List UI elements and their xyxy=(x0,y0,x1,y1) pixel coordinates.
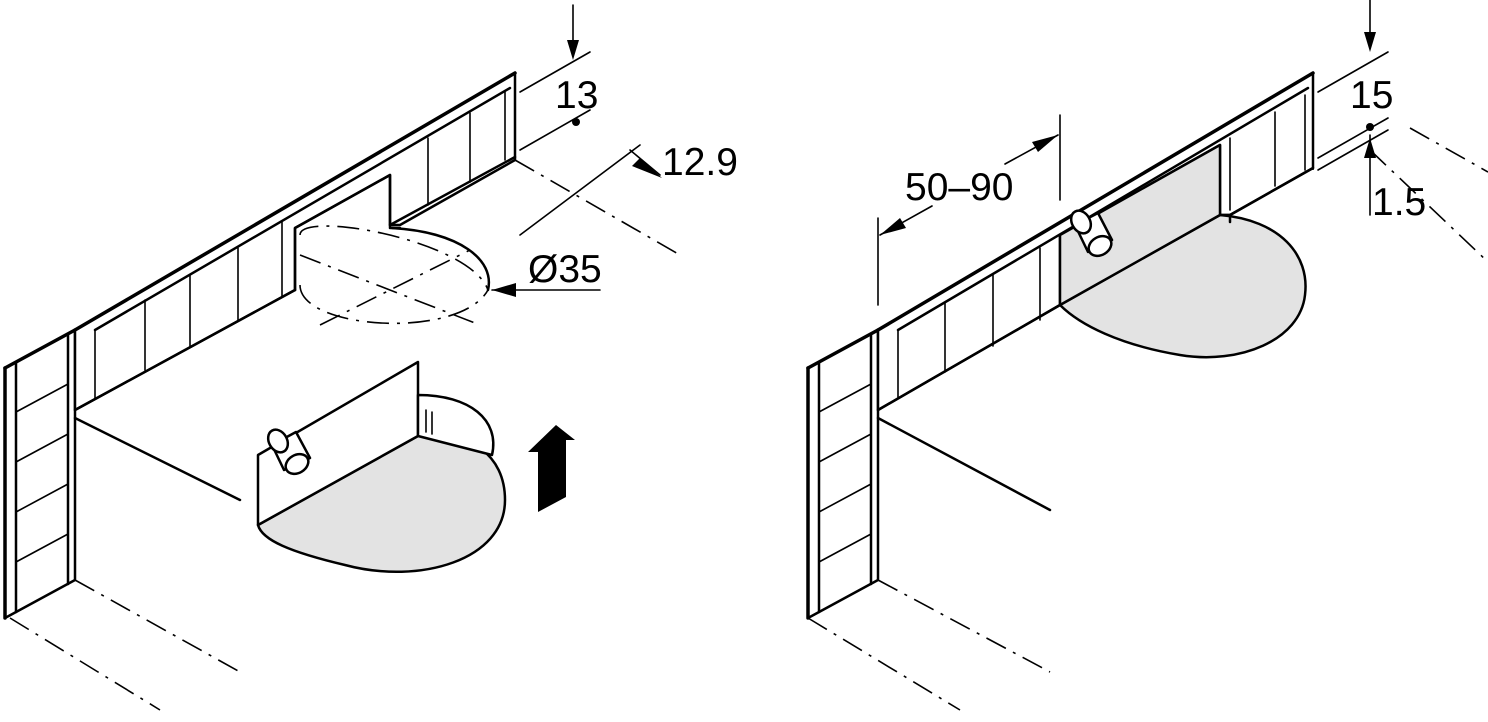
right-spacing-label: 50–90 xyxy=(905,166,1013,209)
right-depth-dimension: 15 xyxy=(1317,0,1393,159)
left-diameter-dimension: Ø35 xyxy=(491,248,602,297)
left-pin xyxy=(266,428,312,476)
left-depth-dimension: 13 xyxy=(519,4,598,151)
left-fitting xyxy=(256,360,507,573)
insert-arrow-icon xyxy=(528,425,575,512)
left-back-panel xyxy=(73,71,517,502)
right-view: 15 1.5 50–90 xyxy=(806,0,1488,711)
right-spacing-dimension: 50–90 xyxy=(877,114,1061,306)
right-gap-dimension: 1.5 xyxy=(1317,129,1426,224)
right-fitting xyxy=(1058,143,1307,359)
left-diameter-label: Ø35 xyxy=(528,248,602,291)
left-side-panel xyxy=(3,328,77,620)
right-gap-label: 1.5 xyxy=(1372,181,1426,224)
left-offset-label: 12.9 xyxy=(662,141,738,184)
right-depth-label: 15 xyxy=(1350,74,1393,117)
right-side-panel xyxy=(806,328,880,620)
left-offset-dimension: 12.9 xyxy=(519,141,738,236)
drill-hole xyxy=(299,225,491,326)
left-view: 13 12.9 Ø35 xyxy=(3,4,738,711)
left-depth-label: 13 xyxy=(555,74,598,117)
right-pin xyxy=(1069,209,1114,258)
